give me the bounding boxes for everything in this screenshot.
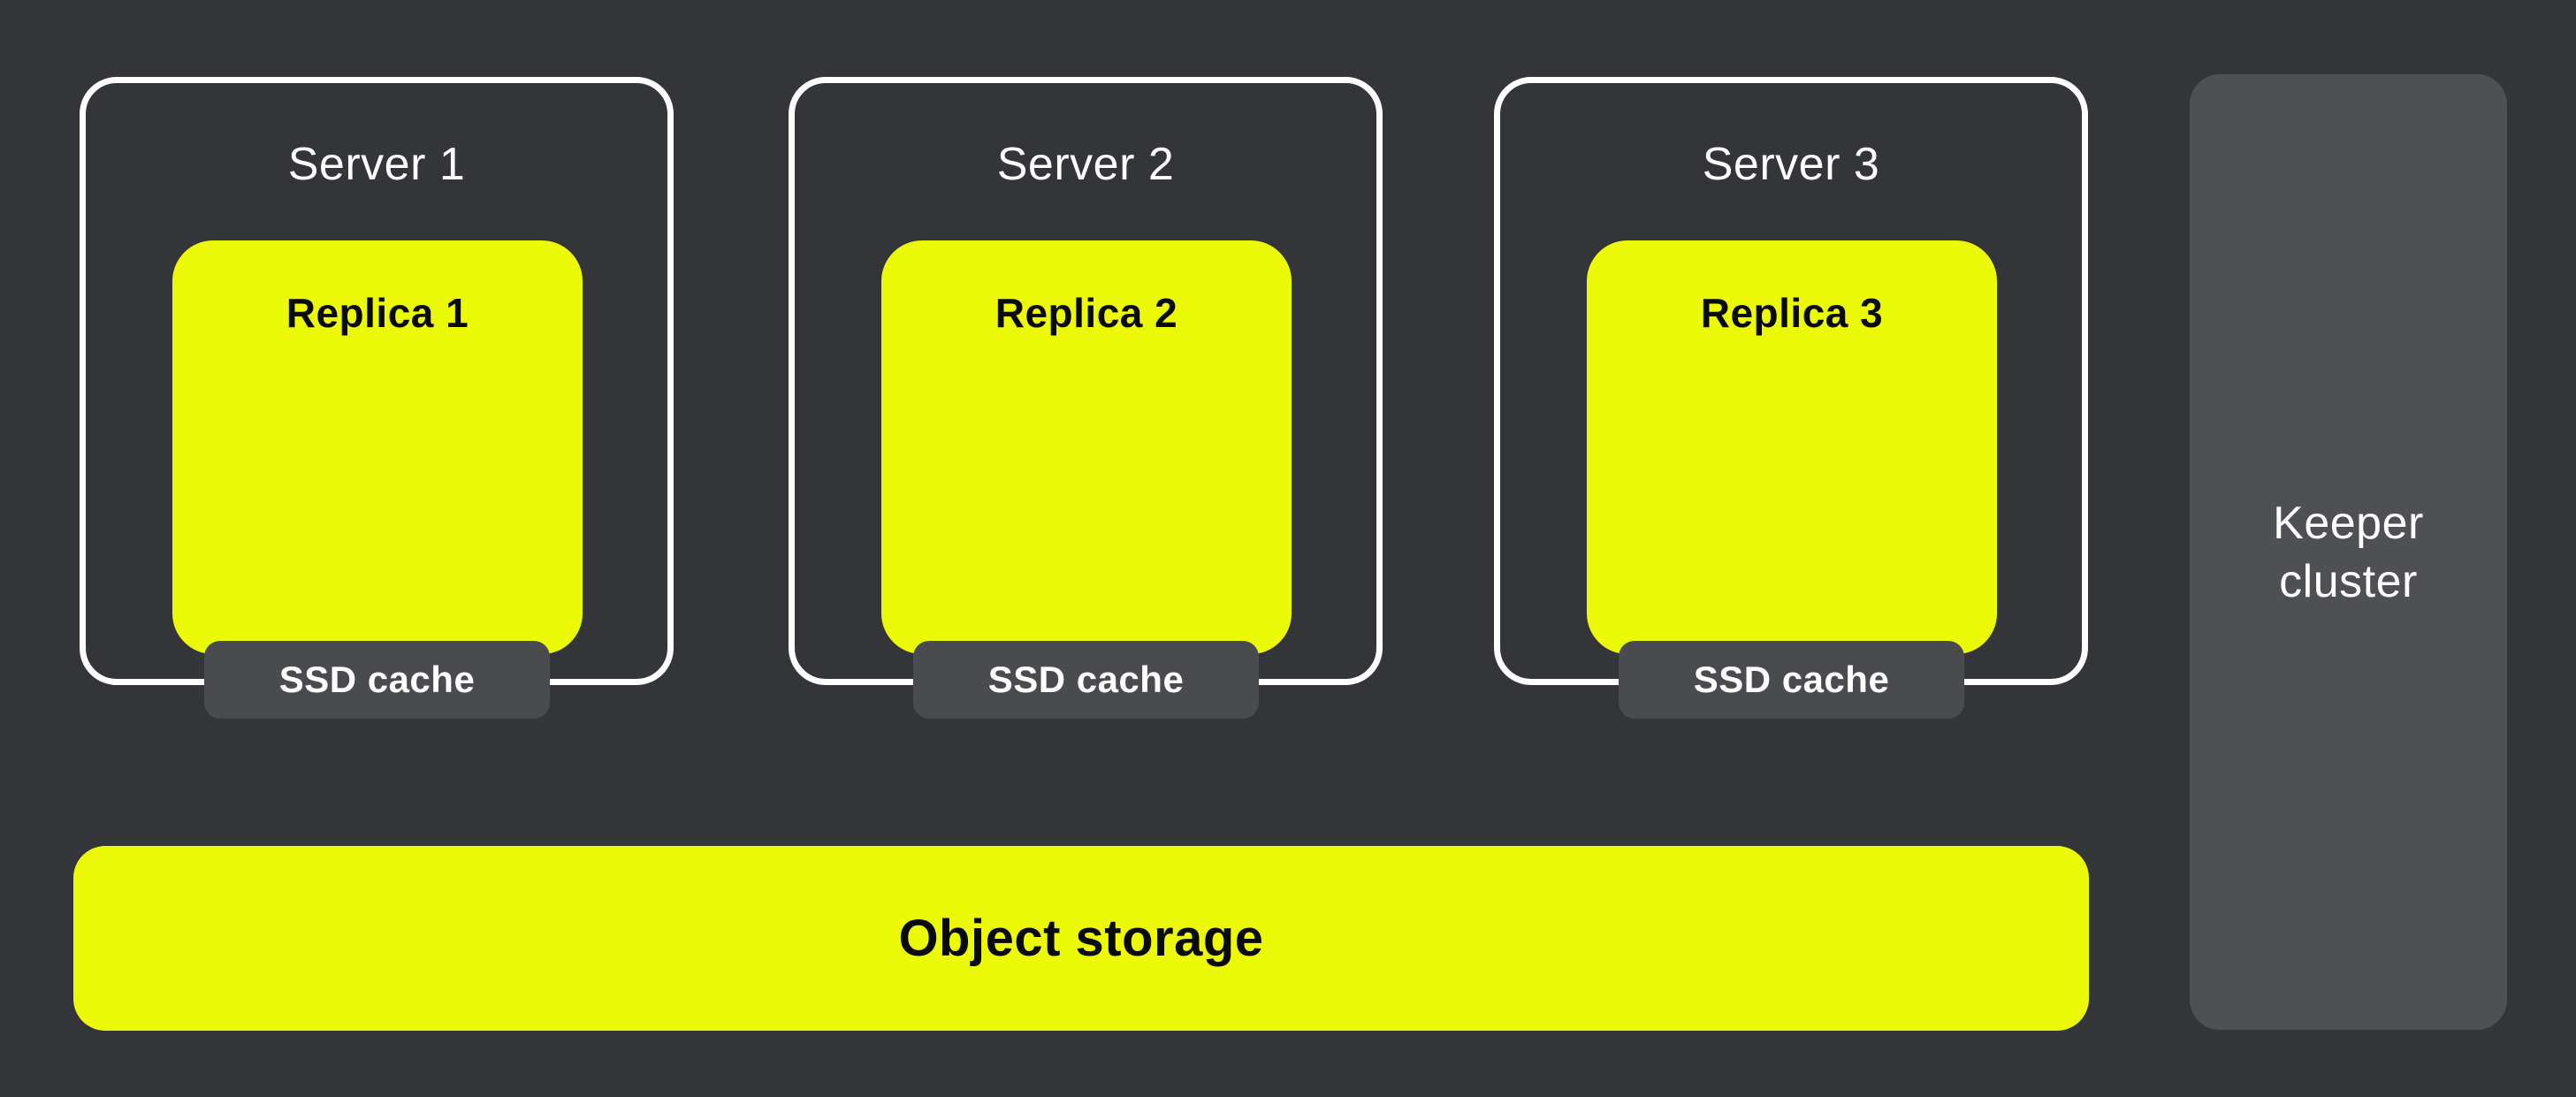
object-storage-label: Object storage <box>898 910 1264 967</box>
ssd-cache-1-label: SSD cache <box>278 659 476 700</box>
server-1-title: Server 1 <box>287 139 466 190</box>
replica-3-box: Replica 3 <box>1587 240 1997 654</box>
server-3-title: Server 3 <box>1702 139 1880 190</box>
keeper-cluster-label: Keeper cluster <box>2273 494 2424 611</box>
object-storage-box: Object storage <box>73 846 2089 1031</box>
server-3-box: Server 3 Replica 3 SSD cache <box>1494 77 2088 719</box>
ssd-cache-3-box: SSD cache <box>1619 641 1964 719</box>
replica-2-box: Replica 2 <box>881 240 1292 654</box>
server-2-box: Server 2 Replica 2 SSD cache <box>789 77 1383 719</box>
replica-2-label: Replica 2 <box>995 290 1178 336</box>
keeper-cluster-box: Keeper cluster <box>2190 74 2507 1030</box>
keeper-cluster-label-line2: cluster <box>2279 555 2418 607</box>
ssd-cache-2-box: SSD cache <box>913 641 1259 719</box>
server-1-box: Server 1 Replica 1 SSD cache <box>80 77 674 719</box>
ssd-cache-2-label: SSD cache <box>987 659 1185 700</box>
ssd-cache-1-box: SSD cache <box>204 641 550 719</box>
keeper-cluster-label-line1: Keeper <box>2273 497 2424 549</box>
replica-3-label: Replica 3 <box>1700 290 1884 336</box>
ssd-cache-3-label: SSD cache <box>1693 659 1890 700</box>
replica-1-box: Replica 1 <box>172 240 583 654</box>
server-2-title: Server 2 <box>996 139 1175 190</box>
replica-1-label: Replica 1 <box>286 290 469 336</box>
